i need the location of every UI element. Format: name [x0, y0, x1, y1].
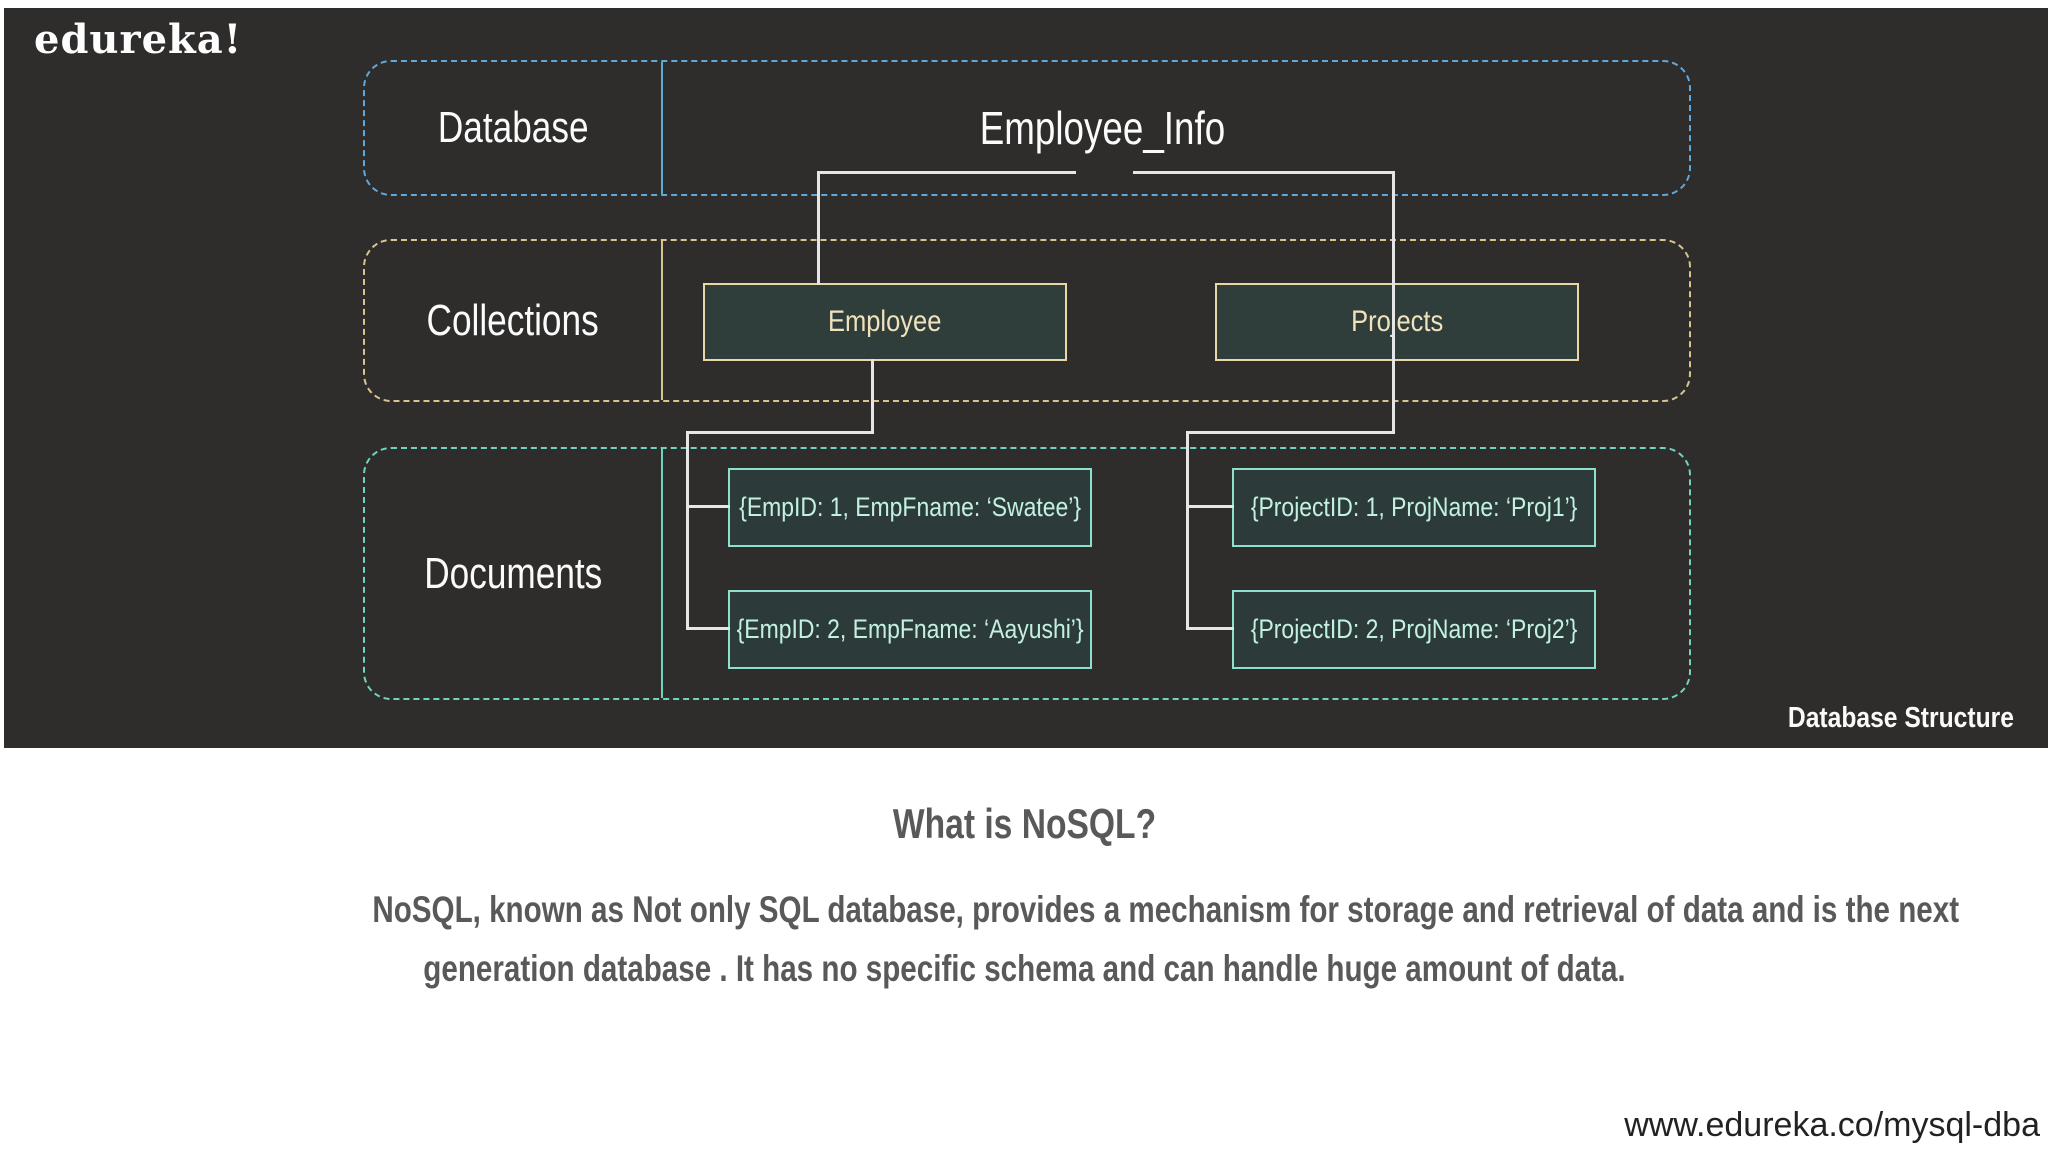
document-box: {EmpID: 1, EmpFname: ‘Swatee’}: [728, 468, 1092, 547]
collections-row-label-text: Collections: [426, 295, 600, 345]
description-paragraph: NoSQL, known as Not only SQL database, p…: [174, 880, 1960, 998]
document-box: {EmpID: 2, EmpFname: ‘Aayushi’}: [728, 590, 1092, 669]
database-row-label-text: Database: [437, 103, 589, 152]
documents-row-label-text: Documents: [423, 548, 603, 598]
connector-line: [686, 505, 730, 508]
connector-line: [686, 431, 689, 630]
course-url: www.edureka.co/mysql-dba: [1624, 1106, 2040, 1144]
database-row: Database Employee_Info: [363, 60, 1691, 196]
connector-line: [1133, 171, 1393, 174]
collections-row: Collections: [363, 239, 1691, 402]
connector-line: [1186, 431, 1189, 630]
connector-line: [871, 359, 874, 434]
document-box-text: {ProjectID: 2, ProjName: ‘Proj2’}: [1250, 614, 1578, 644]
diagram-caption: Database Structure: [1748, 702, 2014, 735]
connector-line: [1186, 431, 1395, 434]
database-row-separator: [661, 62, 663, 194]
document-box-text: {EmpID: 1, EmpFname: ‘Swatee’}: [739, 492, 1081, 522]
connector-line: [686, 627, 730, 630]
page-title: What is NoSQL?: [0, 800, 2048, 848]
collection-box-employee: Employee: [703, 283, 1067, 361]
documents-row-separator: [661, 449, 663, 698]
connector-line: [1392, 171, 1395, 431]
connector-line: [1186, 505, 1234, 508]
description-line: generation database . It has no specific…: [422, 948, 1626, 989]
document-box: {ProjectID: 2, ProjName: ‘Proj2’}: [1232, 590, 1596, 669]
page-title-text: What is NoSQL?: [892, 800, 1156, 847]
description-line: NoSQL, known as Not only SQL database, p…: [372, 889, 1960, 930]
documents-row-label: Documents: [365, 449, 661, 698]
database-name-text: Employee_Info: [979, 102, 1225, 154]
collections-row-separator: [661, 241, 663, 400]
document-box: {ProjectID: 1, ProjName: ‘Proj1’}: [1232, 468, 1596, 547]
database-name: Employee_Info: [802, 62, 1402, 194]
diagram-panel: edureka! Database Employee_Info Collecti…: [4, 8, 2048, 748]
database-row-label: Database: [365, 62, 661, 194]
collection-box-projects: Projects: [1215, 283, 1579, 361]
documents-row: Documents: [363, 447, 1691, 700]
connector-line: [817, 171, 820, 285]
connector-line: [686, 431, 874, 434]
connector-line: [817, 171, 1076, 174]
edureka-logo: edureka!: [34, 16, 243, 63]
diagram-caption-text: Database Structure: [1787, 702, 2014, 734]
collections-row-label: Collections: [365, 241, 661, 400]
document-box-text: {ProjectID: 1, ProjName: ‘Proj1’}: [1250, 492, 1578, 522]
collection-box-employee-text: Employee: [828, 305, 942, 338]
document-box-text: {EmpID: 2, EmpFname: ‘Aayushi’}: [736, 614, 1084, 644]
connector-line: [1186, 627, 1234, 630]
collection-box-projects-text: Projects: [1350, 305, 1444, 338]
